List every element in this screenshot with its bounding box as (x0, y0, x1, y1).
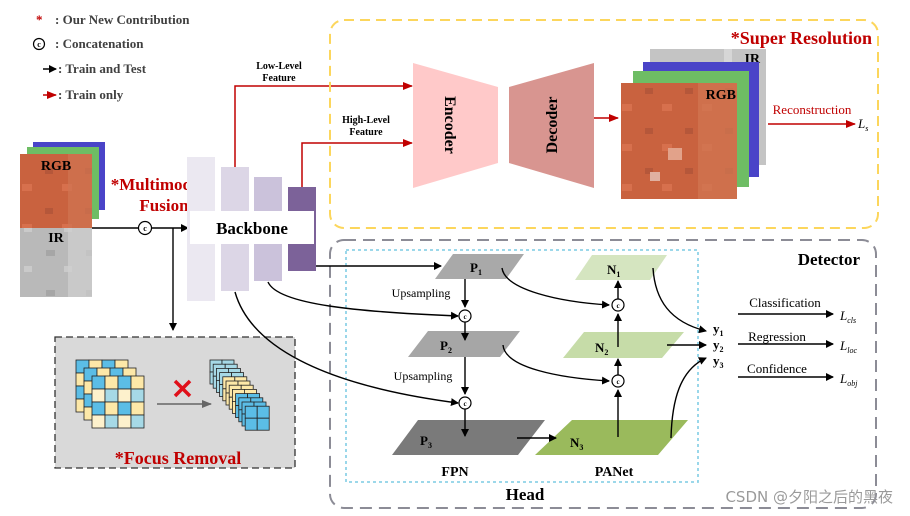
n3-label: N3 (570, 435, 583, 452)
legend-asterisk-icon: * (36, 12, 43, 27)
low-level-feature-label-2: Feature (262, 73, 296, 84)
legend-item-contribution: : Our New Contribution (55, 12, 190, 27)
super-resolution-region (329, 19, 879, 229)
upsampling-label-1: Upsampling (392, 286, 451, 300)
detector-region (329, 239, 877, 509)
sr-loss-label: Ls (857, 116, 868, 133)
upsampling-label-2: Upsampling (394, 369, 453, 383)
fusion-title-line1: *Multimodal (111, 175, 206, 194)
head-region (345, 249, 699, 483)
pan-concat-1-glyph: c (616, 302, 619, 310)
focus-grid-stack-icon (75, 359, 145, 429)
loss-cls-label: Lcls (839, 308, 856, 325)
p2-node (408, 331, 520, 357)
p3-label: P3 (420, 433, 432, 450)
task-classification-label: Classification (749, 295, 821, 310)
loss-loc-label: Lloc (839, 338, 857, 355)
focus-removal: *Focus Removal (54, 336, 296, 469)
n3-node (535, 420, 688, 455)
n3-to-y3-arrow (670, 357, 707, 439)
encoder-block (413, 63, 498, 188)
p1-label: P1 (470, 260, 482, 277)
n1-node (575, 255, 667, 280)
backbone-to-concat1-arrow (267, 281, 459, 320)
loss-obj-label: Lobj (839, 371, 858, 388)
encoder-label: Encoder (441, 96, 458, 154)
reconstruction-label: Reconstruction (773, 102, 852, 117)
p3-node (392, 420, 545, 455)
task-confidence-label: Confidence (747, 361, 807, 376)
y2-label: y2 (713, 337, 724, 354)
high-level-feature-arrow (301, 139, 413, 187)
head-label: Head (506, 485, 545, 504)
legend-item-train-only: : Train only (58, 87, 124, 102)
p2-to-pan-concat-arrow (502, 344, 610, 385)
high-level-feature-label-2: Feature (349, 127, 383, 138)
legend: * : Our New Contribution c : Concatenati… (32, 12, 190, 102)
n1-label: N1 (607, 262, 620, 279)
super-resolution-title: *Super Resolution (731, 28, 872, 48)
input-ir-label: IR (48, 231, 64, 246)
cross-icon (173, 379, 192, 398)
fpn-label: FPN (441, 465, 468, 480)
y3-label: y3 (713, 353, 724, 370)
low-level-feature-arrow (234, 82, 413, 167)
decoder-block (509, 63, 594, 188)
p1-to-pan-concat-arrow (501, 267, 610, 309)
fusion-concat-glyph: c (143, 224, 147, 233)
backbone-to-concat2-arrow (234, 291, 459, 407)
watermark: CSDN @夕阳之后的黑夜 (725, 488, 893, 506)
detector-title: Detector (798, 250, 861, 269)
legend-item-concatenation: : Concatenation (55, 36, 144, 51)
p2-label: P2 (440, 338, 452, 355)
pan-concat-2-glyph: c (616, 378, 619, 386)
backbone-label: Backbone (216, 219, 288, 238)
high-level-feature-label-1: High-Level (342, 115, 390, 126)
n2-label: N2 (595, 340, 608, 357)
n1-to-y1-arrow (652, 267, 707, 334)
input-rgb-label: RGB (41, 159, 71, 174)
fpn-concat-2-glyph: c (463, 400, 466, 408)
panet-label: PANet (595, 465, 634, 480)
focus-slice-stack-icon (209, 359, 270, 431)
legend-concat-icon (32, 37, 46, 51)
backbone-label-bg (190, 211, 314, 244)
focus-removal-title: *Focus Removal (115, 448, 241, 468)
sr-output-images: IR RGB (621, 49, 766, 199)
p1-node (435, 254, 524, 279)
legend-item-train-test: : Train and Test (58, 61, 147, 76)
y1-label: y1 (713, 321, 724, 338)
legend-concat-glyph: c (37, 40, 41, 49)
low-level-feature-label-1: Low-Level (256, 61, 302, 72)
fpn-concat-1-glyph: c (463, 313, 466, 321)
grid-layer (91, 375, 145, 429)
backbone: Backbone (187, 157, 316, 301)
sr-rgb-label: RGB (706, 88, 736, 103)
task-regression-label: Regression (748, 329, 806, 344)
fusion-title-line2: Fusion (139, 196, 189, 215)
slice-layer (244, 405, 270, 431)
input-images: RGB IR (20, 142, 105, 297)
n2-node (563, 332, 684, 358)
decoder-label: Decoder (544, 97, 561, 154)
